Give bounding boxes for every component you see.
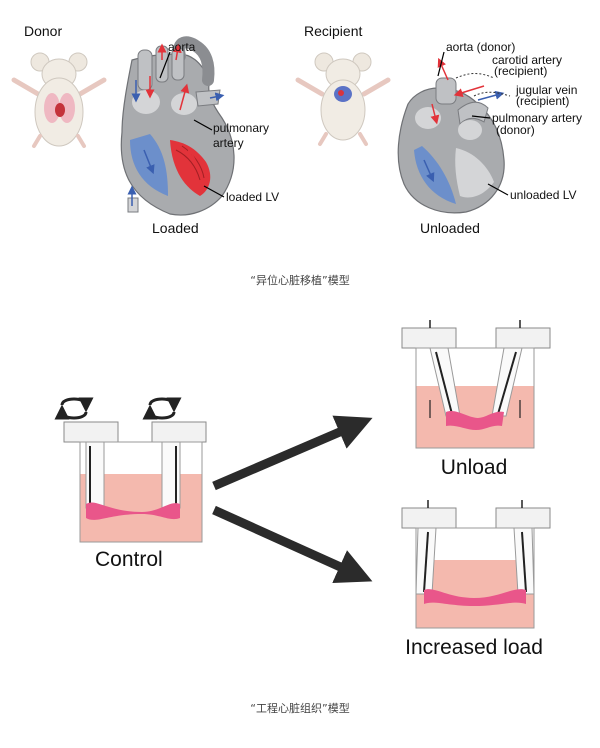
donor-label: Donor	[24, 23, 62, 39]
unloaded-pulmonary-label-line1: pulmonary artery	[492, 111, 582, 125]
control-label: Control	[95, 548, 163, 571]
unload-well	[401, 320, 551, 449]
loaded-pulmonary-label-line2: artery	[213, 136, 244, 150]
unloaded-heart-illustration	[397, 57, 511, 214]
recipient-label: Recipient	[304, 23, 362, 39]
unloaded-lv-leader-line	[487, 183, 509, 196]
aorta-leader-line	[159, 51, 171, 79]
unloaded-aorta-label: aorta (donor)	[446, 40, 515, 54]
arrow-to-increased-load	[212, 505, 373, 584]
carotid-label-line2: (recipient)	[494, 64, 547, 78]
jugular-label-line2: (recipient)	[516, 94, 569, 108]
unloaded-lv-label: unloaded LV	[510, 188, 577, 202]
unload-label: Unload	[441, 456, 508, 479]
bottom-caption: “工程心脏组织”模型	[250, 701, 349, 715]
unloaded-pulmonary-leader-line	[471, 115, 491, 119]
loaded-lv-leader-line	[203, 185, 225, 198]
loaded-lv-label: loaded LV	[226, 190, 279, 204]
loaded-pulmonary-label-line1: pulmonary	[213, 121, 269, 135]
unloaded-aorta-leader-line	[437, 51, 445, 77]
recipient-rat-illustration	[295, 52, 391, 146]
carotid-label-line1: carotid artery	[492, 53, 562, 67]
loaded-aorta-label: aorta	[168, 40, 196, 54]
control-well	[54, 397, 207, 543]
top-caption: “异位心脏移植”模型	[250, 273, 349, 287]
pulmonary-leader-line	[193, 119, 213, 131]
unloaded-state-label: Unloaded	[420, 220, 480, 236]
unloaded-pulmonary-label-line2: (donor)	[496, 123, 535, 137]
donor-rat-illustration	[11, 52, 107, 148]
loaded-heart-illustration	[120, 36, 235, 216]
increased-load-well	[401, 500, 551, 629]
arrow-to-unload	[212, 415, 373, 491]
jugular-label-line1: jugular vein	[515, 83, 577, 97]
increased-load-label: Increased load	[405, 636, 543, 659]
loaded-state-label: Loaded	[152, 220, 199, 236]
